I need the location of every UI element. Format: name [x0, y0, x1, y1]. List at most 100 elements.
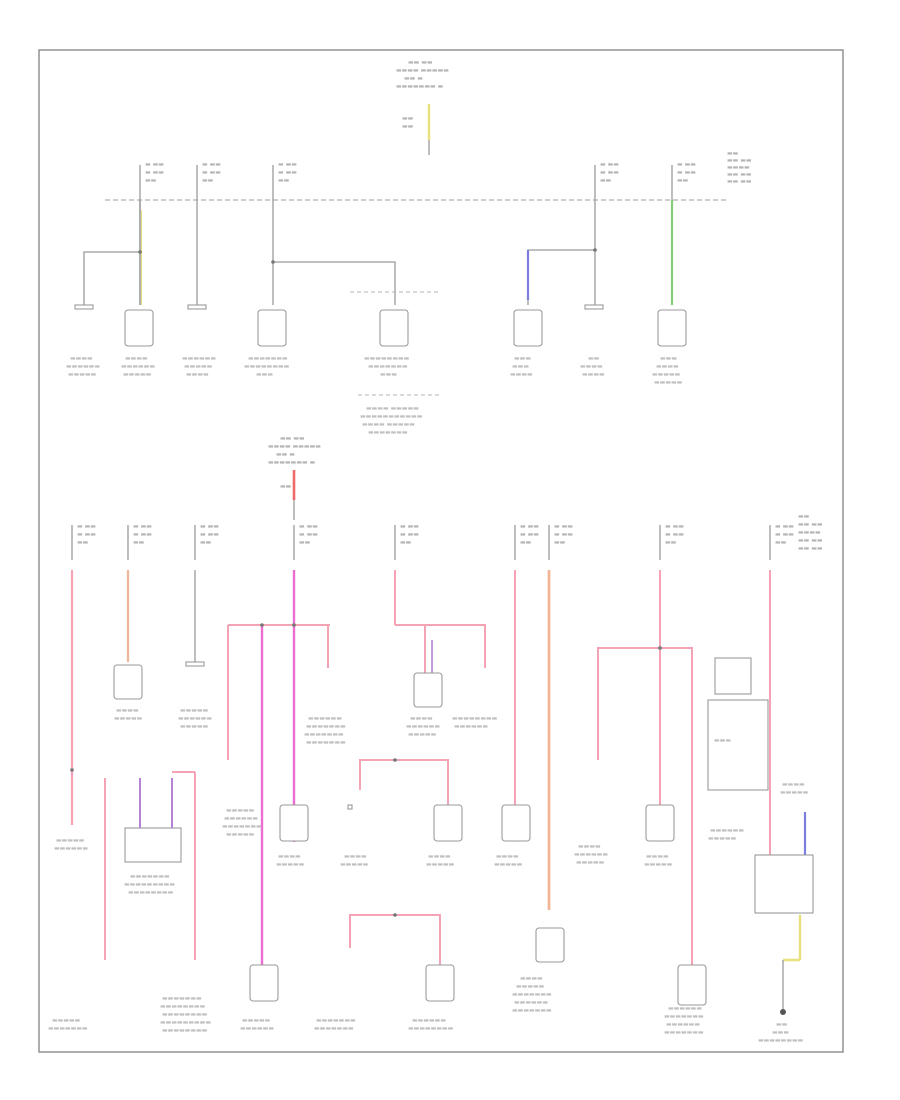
svg-text:▬▬▬▬▬▬▬▬: ▬▬▬▬▬▬▬▬ — [128, 889, 174, 896]
svg-text:▬▬ ▬▬: ▬▬ ▬▬ — [727, 157, 752, 164]
svg-text:▬▬▬▬: ▬▬▬▬ — [727, 164, 750, 171]
svg-text:▬▬▬▬▬▬▬: ▬▬▬▬▬▬▬ — [368, 363, 408, 370]
svg-text:▬▬▬▬: ▬▬▬▬ — [582, 371, 605, 378]
svg-text:▬▬▬▬▬▬▬: ▬▬▬▬▬▬▬ — [248, 355, 288, 362]
svg-text:▬▬▬▬: ▬▬▬▬ — [580, 363, 603, 370]
svg-text:▬▬▬▬: ▬▬▬▬ — [520, 975, 543, 982]
svg-text:▬▬▬▬▬▬: ▬▬▬▬▬▬ — [240, 1025, 274, 1032]
svg-text:▬▬▬▬▬: ▬▬▬▬▬ — [180, 723, 209, 730]
svg-text:▬▬▬▬▬▬▬▬▬: ▬▬▬▬▬▬▬▬▬ — [160, 1019, 211, 1026]
svg-text:▬▬▬▬: ▬▬▬▬ — [578, 843, 601, 850]
svg-text:▬ ▬▬: ▬ ▬▬ — [400, 531, 419, 538]
wire-c5-lower — [359, 759, 449, 805]
svg-text:▬▬▬▬▬: ▬▬▬▬▬ — [226, 807, 255, 814]
wire-top-4-branch — [527, 249, 595, 305]
svg-text:▬▬▬▬▬: ▬▬▬▬▬ — [408, 731, 437, 738]
svg-text:▬ ▬▬: ▬ ▬▬ — [775, 523, 794, 530]
lower-captions: ▬▬▬▬▬▬▬▬▬ ▬▬▬▬▬▬▬▬▬▬▬▬▬▬▬▬ ▬▬▬▬▬▬▬▬▬▬▬▬▬… — [48, 707, 809, 1044]
svg-text:▬▬▬▬▬▬▬: ▬▬▬▬▬▬▬ — [512, 991, 552, 998]
svg-text:▬▬▬: ▬▬▬ — [512, 363, 529, 370]
svg-text:▬▬: ▬▬ — [280, 483, 292, 490]
svg-text:▬ ▬▬: ▬ ▬▬ — [600, 169, 619, 176]
svg-text:▬▬ ▬▬: ▬▬ ▬▬ — [727, 171, 752, 178]
svg-text:▬▬▬▬▬: ▬▬▬▬▬ — [340, 861, 369, 868]
svg-text:▬▬▬▬: ▬▬▬▬ — [646, 853, 669, 860]
svg-text:▬▬ ▬: ▬▬ ▬ — [276, 451, 295, 458]
svg-text:▬▬▬▬▬▬▬: ▬▬▬▬▬▬▬ — [306, 739, 346, 746]
svg-text:▬▬▬: ▬▬▬ — [660, 355, 677, 362]
svg-text:▬▬▬▬▬▬▬▬: ▬▬▬▬▬▬▬▬ — [162, 1027, 208, 1034]
svg-text:▬▬▬: ▬▬▬ — [514, 355, 531, 362]
svg-text:▬▬▬▬▬▬▬▬: ▬▬▬▬▬▬▬▬ — [364, 355, 410, 362]
svg-text:▬▬: ▬▬ — [798, 513, 810, 520]
top-fuses: ▬ ▬▬▬ ▬▬▬▬ ▬ ▬▬▬ ▬▬▬▬ ▬ ▬▬▬ ▬▬▬▬ ▬ ▬▬▬ ▬… — [139, 161, 696, 200]
svg-text:▬▬ ▬▬: ▬▬ ▬▬ — [408, 59, 433, 66]
top-bus-right-label: ▬▬ ▬▬ ▬▬ ▬▬▬▬ ▬▬ ▬▬ ▬▬ ▬▬ — [727, 150, 752, 185]
svg-text:▬▬▬▬▬▬: ▬▬▬▬▬▬ — [54, 845, 88, 852]
svg-text:▬▬▬▬▬: ▬▬▬▬▬ — [644, 861, 673, 868]
svg-text:▬▬▬▬: ▬▬▬▬ — [344, 853, 367, 860]
svg-text:▬ ▬▬: ▬ ▬▬ — [400, 523, 419, 530]
svg-text:▬▬▬▬▬: ▬▬▬▬▬ — [494, 861, 523, 868]
svg-text:▬▬▬▬▬▬: ▬▬▬▬▬▬ — [121, 363, 155, 370]
svg-text:▬ ▬▬: ▬ ▬▬ — [665, 531, 684, 538]
svg-text:▬▬: ▬▬ — [77, 539, 89, 546]
svg-text:▬▬▬▬▬▬: ▬▬▬▬▬▬ — [66, 363, 100, 370]
svg-text:▬▬▬▬▬▬: ▬▬▬▬▬▬ — [710, 827, 744, 834]
svg-text:▬▬ ▬▬: ▬▬ ▬▬ — [280, 435, 305, 442]
svg-text:▬ ▬▬: ▬ ▬▬ — [600, 161, 619, 168]
svg-text:▬ ▬▬: ▬ ▬▬ — [677, 169, 696, 176]
svg-text:▬▬▬▬▬: ▬▬▬▬▬ — [114, 715, 143, 722]
svg-text:▬▬▬▬ ▬▬▬▬▬: ▬▬▬▬ ▬▬▬▬▬ — [362, 421, 415, 428]
svg-text:▬▬: ▬▬ — [727, 150, 739, 157]
svg-text:▬▬▬▬▬▬: ▬▬▬▬▬▬ — [668, 1005, 702, 1012]
svg-text:▬ ▬▬: ▬ ▬▬ — [775, 531, 794, 538]
wire-c7-branch — [597, 647, 660, 760]
center-module-label: ▬▬▬▬ ▬▬▬▬▬ ▬▬▬▬▬▬▬▬▬▬▬ ▬▬▬▬ ▬▬▬▬▬ ▬▬▬▬▬▬… — [360, 405, 423, 436]
svg-text:▬ ▬▬: ▬ ▬▬ — [145, 161, 164, 168]
svg-text:▬▬: ▬▬ — [200, 539, 212, 546]
svg-text:▬▬▬▬▬: ▬▬▬▬▬ — [52, 1017, 81, 1024]
svg-text:▬▬: ▬▬ — [554, 539, 566, 546]
svg-text:▬▬: ▬▬ — [299, 539, 311, 546]
svg-text:▬▬▬▬▬▬▬: ▬▬▬▬▬▬▬ — [664, 1029, 704, 1036]
svg-text:▬▬: ▬▬ — [202, 177, 214, 184]
svg-text:▬▬: ▬▬ — [665, 539, 677, 546]
svg-text:▬ ▬▬: ▬ ▬▬ — [200, 531, 219, 538]
svg-text:▬▬▬▬▬▬▬: ▬▬▬▬▬▬▬ — [314, 1025, 354, 1032]
svg-text:▬▬▬▬▬: ▬▬▬▬▬ — [652, 371, 681, 378]
svg-text:▬▬▬▬▬: ▬▬▬▬▬ — [180, 707, 209, 714]
svg-text:▬▬▬▬▬: ▬▬▬▬▬ — [242, 1017, 271, 1024]
wire-c5-branch — [395, 624, 486, 668]
svg-text:▬▬▬▬▬▬▬: ▬▬▬▬▬▬▬ — [368, 429, 408, 436]
svg-text:▬▬▬▬: ▬▬▬▬ — [70, 355, 93, 362]
svg-text:▬ ▬▬: ▬ ▬▬ — [202, 169, 221, 176]
svg-text:▬▬▬▬: ▬▬▬▬ — [186, 371, 209, 378]
svg-text:▬▬▬▬ ▬▬▬▬▬: ▬▬▬▬ ▬▬▬▬▬ — [396, 67, 449, 74]
svg-text:▬ ▬▬: ▬ ▬▬ — [133, 523, 152, 530]
svg-text:▬▬▬▬▬▬▬: ▬▬▬▬▬▬▬ — [512, 1007, 552, 1014]
svg-text:▬▬ ▬▬: ▬▬ ▬▬ — [798, 545, 823, 552]
svg-text:▬▬: ▬▬ — [600, 177, 612, 184]
svg-text:▬▬▬▬: ▬▬▬▬ — [278, 853, 301, 860]
svg-text:▬▬▬▬▬▬: ▬▬▬▬▬▬ — [454, 723, 488, 730]
ground-symbol — [780, 1009, 786, 1015]
svg-text:▬▬▬▬▬: ▬▬▬▬▬ — [276, 861, 305, 868]
lower-fuses: ▬ ▬▬▬ ▬▬▬▬ ▬ ▬▬▬ ▬▬▬▬ ▬ ▬▬▬ ▬▬▬▬ ▬ ▬▬▬ ▬… — [71, 513, 823, 560]
svg-text:▬ ▬▬: ▬ ▬▬ — [299, 531, 318, 538]
wire-top-3-branch — [273, 261, 396, 305]
svg-text:▬▬▬▬▬: ▬▬▬▬▬ — [226, 831, 255, 838]
svg-text:▬ ▬▬: ▬ ▬▬ — [520, 531, 539, 538]
top-power-source: ▬▬ ▬▬ ▬▬▬▬ ▬▬▬▬▬ ▬▬ ▬ ▬▬▬▬▬▬▬ ▬ ▬▬ ▬▬ — [396, 59, 449, 130]
svg-text:▬ ▬▬: ▬ ▬▬ — [554, 531, 573, 538]
svg-text:▬ ▬▬: ▬ ▬▬ — [133, 531, 152, 538]
svg-text:▬▬ ▬▬: ▬▬ ▬▬ — [727, 178, 752, 185]
svg-text:▬▬▬▬▬▬▬▬: ▬▬▬▬▬▬▬▬ — [452, 715, 498, 722]
right-switch-box — [754, 854, 814, 914]
svg-text:▬▬▬▬: ▬▬▬▬ — [428, 853, 451, 860]
svg-text:▬▬ ▬: ▬▬ ▬ — [404, 75, 423, 82]
svg-text:▬ ▬▬: ▬ ▬▬ — [200, 523, 219, 530]
svg-text:▬▬▬▬▬: ▬▬▬▬▬ — [184, 363, 213, 370]
svg-text:▬▬▬▬▬▬▬ ▬: ▬▬▬▬▬▬▬ ▬ — [268, 459, 316, 466]
top-captions: ▬▬▬▬▬▬▬▬▬▬▬▬▬▬▬ ▬▬▬▬▬▬▬▬▬▬▬▬▬▬▬ ▬▬▬▬▬▬▬▬… — [66, 355, 683, 386]
